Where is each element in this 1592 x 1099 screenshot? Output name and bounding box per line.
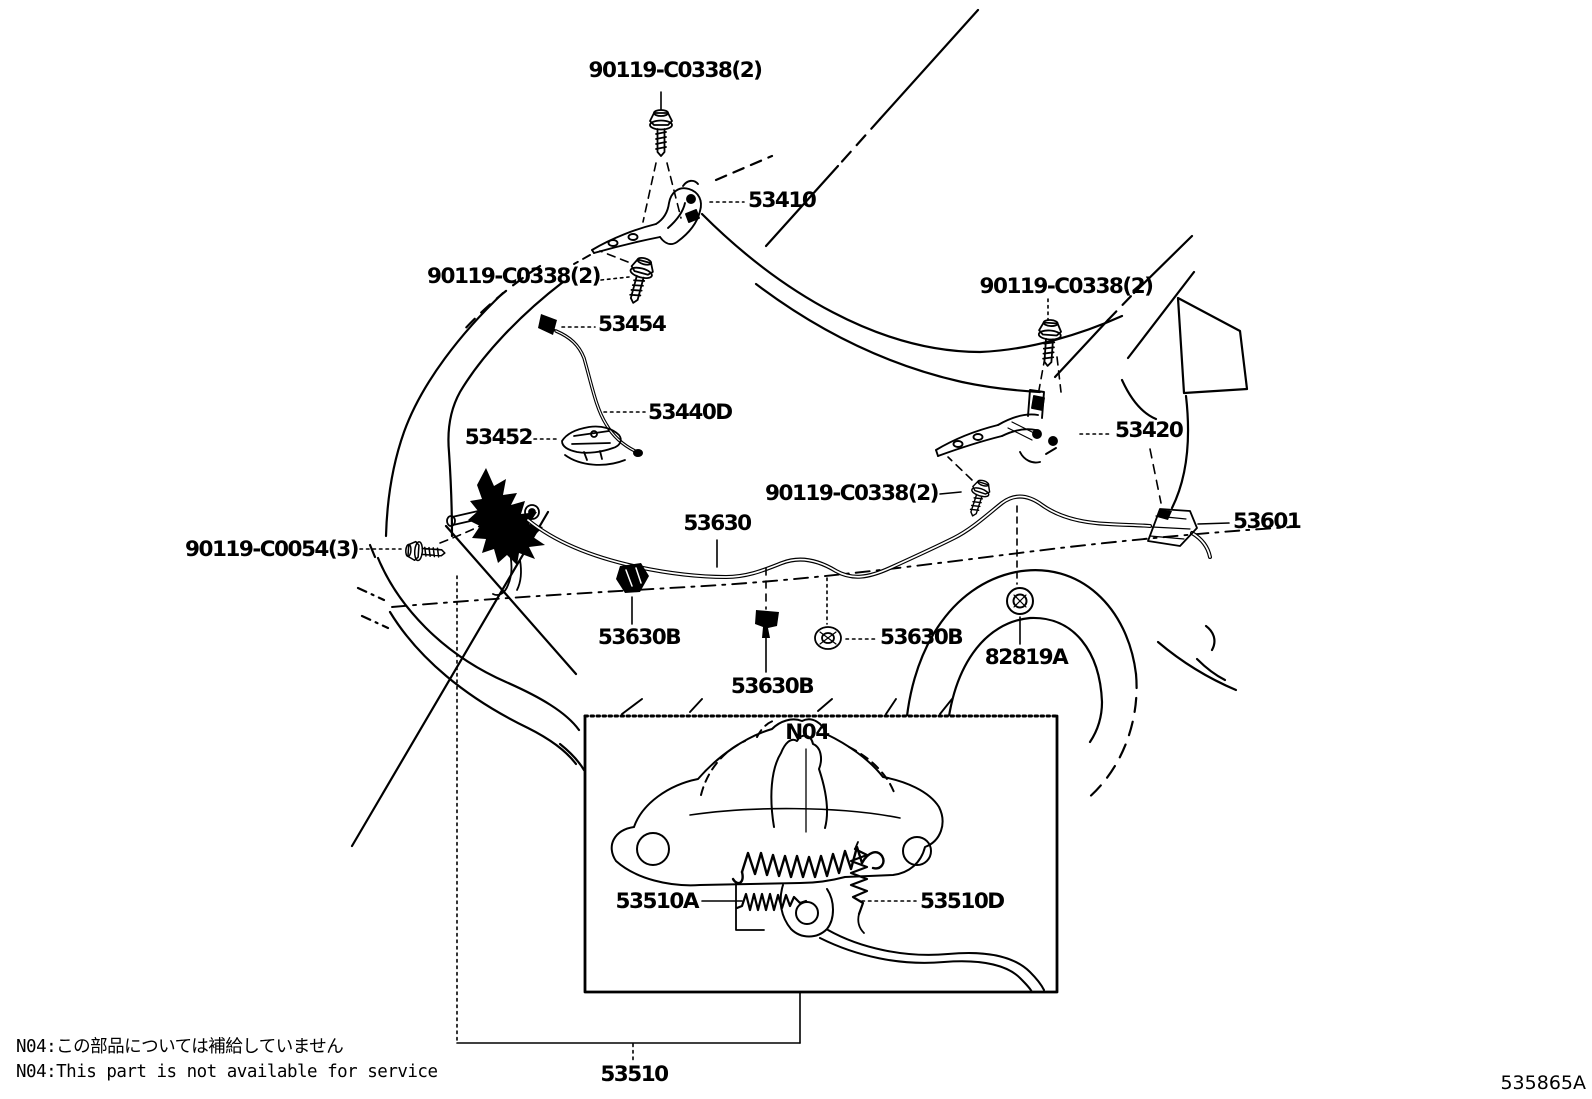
- cable-clamp-3-drawing: [814, 626, 842, 650]
- part-label-53601: 53601: [1233, 509, 1302, 534]
- part-label-53510: 53510: [600, 1062, 669, 1087]
- part-label-53630B-1: 53630B: [597, 625, 682, 650]
- hood-hinge-rh-drawing: [935, 389, 1058, 464]
- part-label-53452: 53452: [464, 425, 534, 450]
- part-label-53630: 53630: [683, 511, 752, 536]
- part-label-82819A: 82819A: [984, 645, 1069, 670]
- part-label-53630B-2: 53630B: [730, 674, 815, 699]
- support-rod-drawing: [538, 314, 643, 457]
- inset-marker-label: N04: [785, 720, 830, 745]
- figure-code: 535865A: [1500, 1072, 1586, 1094]
- part-label-53440D: 53440D: [648, 400, 733, 425]
- part-label-53454: 53454: [598, 312, 667, 337]
- part-label-53510D: 53510D: [920, 889, 1005, 914]
- hood-lock-drawing: [446, 468, 545, 596]
- cable-clamp-1-drawing: [616, 563, 649, 593]
- car-outline: [350, 8, 1293, 848]
- part-label-bolt-lock: 90119-C0054(3): [185, 537, 359, 562]
- connector-lines: [456, 575, 801, 1061]
- part-label-53510A: 53510A: [615, 889, 700, 914]
- part-label-53420: 53420: [1115, 418, 1184, 443]
- lock-cable-drawing: [526, 494, 1212, 579]
- part-label-bolt-left: 90119-C0338(2): [427, 264, 601, 289]
- part-label-bolt-top: 90119-C0338(2): [588, 58, 763, 83]
- leader-lines: [359, 91, 1230, 673]
- part-label-bolt-right: 90119-C0338(2): [979, 274, 1154, 299]
- footnote-jp: N04:この部品については補給していません: [16, 1037, 344, 1057]
- inset-lock-mechanism: [610, 718, 1045, 993]
- footnote-en: N04:This part is not available for servi…: [16, 1062, 438, 1082]
- part-label-bolt-center: 90119-C0338(2): [765, 481, 939, 506]
- cable-clip-53601-drawing: [1147, 508, 1198, 547]
- cable-clamp-2-drawing: [755, 610, 779, 638]
- rod-clamp-drawing: [561, 425, 626, 466]
- hood-hinge-lh-drawing: [573, 179, 702, 265]
- part-label-53630B-3: 53630B: [880, 625, 964, 650]
- grommet-drawing: [1006, 587, 1034, 615]
- part-label-53410: 53410: [748, 188, 817, 213]
